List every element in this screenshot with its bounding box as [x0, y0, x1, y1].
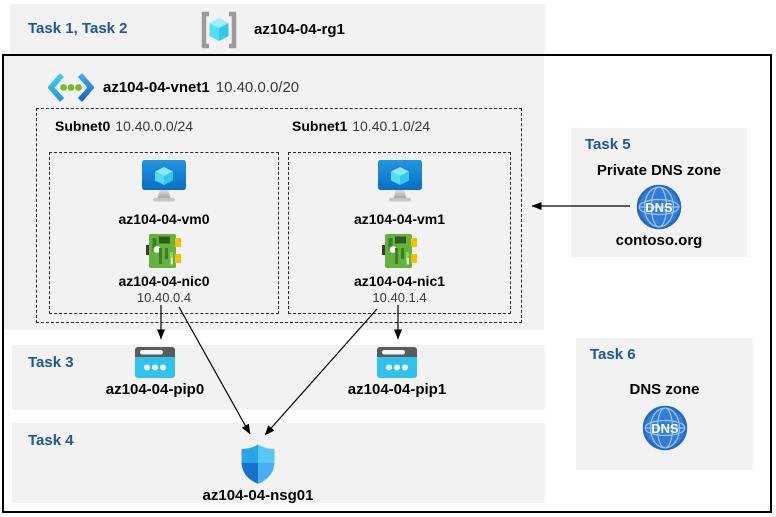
task5-box: Task 5 Private DNS zone DNS contoso.org: [571, 128, 747, 257]
subnet0-box: az104-04-vm0: [49, 152, 279, 314]
pip1-group: az104-04-pip1: [322, 347, 472, 398]
nic1-name: az104-04-nic1: [353, 273, 446, 289]
nsg-group: az104-04-nsg01: [193, 444, 323, 504]
task4-label: Task 4: [28, 432, 74, 449]
task6-label: Task 6: [590, 346, 636, 363]
private-dns-zone-name: contoso.org: [615, 232, 703, 249]
subnet1-name: Subnet1: [292, 118, 348, 134]
virtual-network-icon: [48, 72, 94, 103]
subnet1-box: az104-04-vm1: [288, 152, 511, 314]
private-dns-zone-icon: DNS: [636, 184, 682, 230]
task4-band: Task 4 az104-04-nsg0: [12, 423, 545, 504]
nsg-shield-icon: [241, 444, 275, 484]
vm0-name: az104-04-vm0: [118, 211, 210, 227]
nic0-icon: [146, 232, 182, 270]
dns-icon-text: DNS: [651, 421, 679, 436]
nsg-name: az104-04-nsg01: [202, 487, 314, 504]
dns-zone-icon: DNS: [642, 405, 688, 451]
task3-label: Task 3: [28, 354, 74, 371]
vnet-cidr: 10.40.0.0/20: [215, 79, 300, 96]
task5-label: Task 5: [585, 136, 631, 153]
subnet1-cidr: 10.40.1.0/24: [352, 118, 431, 134]
vnet-name: az104-04-vnet1: [103, 79, 210, 96]
nic0-name: az104-04-nic0: [118, 273, 210, 289]
vm1-icon: [376, 160, 424, 206]
nic1-icon: [381, 232, 418, 270]
pip0-icon: [135, 347, 175, 378]
nic1-ip: 10.40.1.4: [372, 290, 427, 305]
vm0-icon: [140, 160, 188, 206]
vm1-name: az104-04-vm1: [353, 211, 446, 227]
task1-task2-label: Task 1, Task 2: [28, 20, 128, 37]
pip0-name: az104-04-pip0: [105, 381, 205, 398]
task6-box: Task 6 DNS zone DNS: [576, 338, 753, 470]
pip0-group: az104-04-pip0: [80, 347, 230, 398]
resource-group-icon: [196, 7, 242, 53]
task1-task2-band: Task 1, Task 2 az104-04-rg1: [10, 4, 545, 54]
task3-band: Task 3 az104-04-pip0: [12, 345, 545, 410]
dns-icon-text: DNS: [645, 200, 673, 215]
subnet0-name: Subnet0: [55, 118, 111, 134]
vnet-title: az104-04-vnet1 10.40.0.0/20: [103, 79, 299, 96]
dns-zone-title: DNS zone: [629, 381, 700, 398]
diagram-frame: [2, 54, 772, 513]
pip1-name: az104-04-pip1: [347, 381, 447, 398]
pip1-icon: [377, 347, 417, 378]
private-dns-zone-title: Private DNS zone: [596, 162, 722, 179]
vnet-header: az104-04-vnet1 10.40.0.0/20: [48, 72, 299, 103]
subnet0-cidr: 10.40.0.0/24: [115, 118, 194, 134]
nic0-ip: 10.40.0.4: [136, 290, 192, 305]
resource-group-name: az104-04-rg1: [254, 21, 345, 38]
